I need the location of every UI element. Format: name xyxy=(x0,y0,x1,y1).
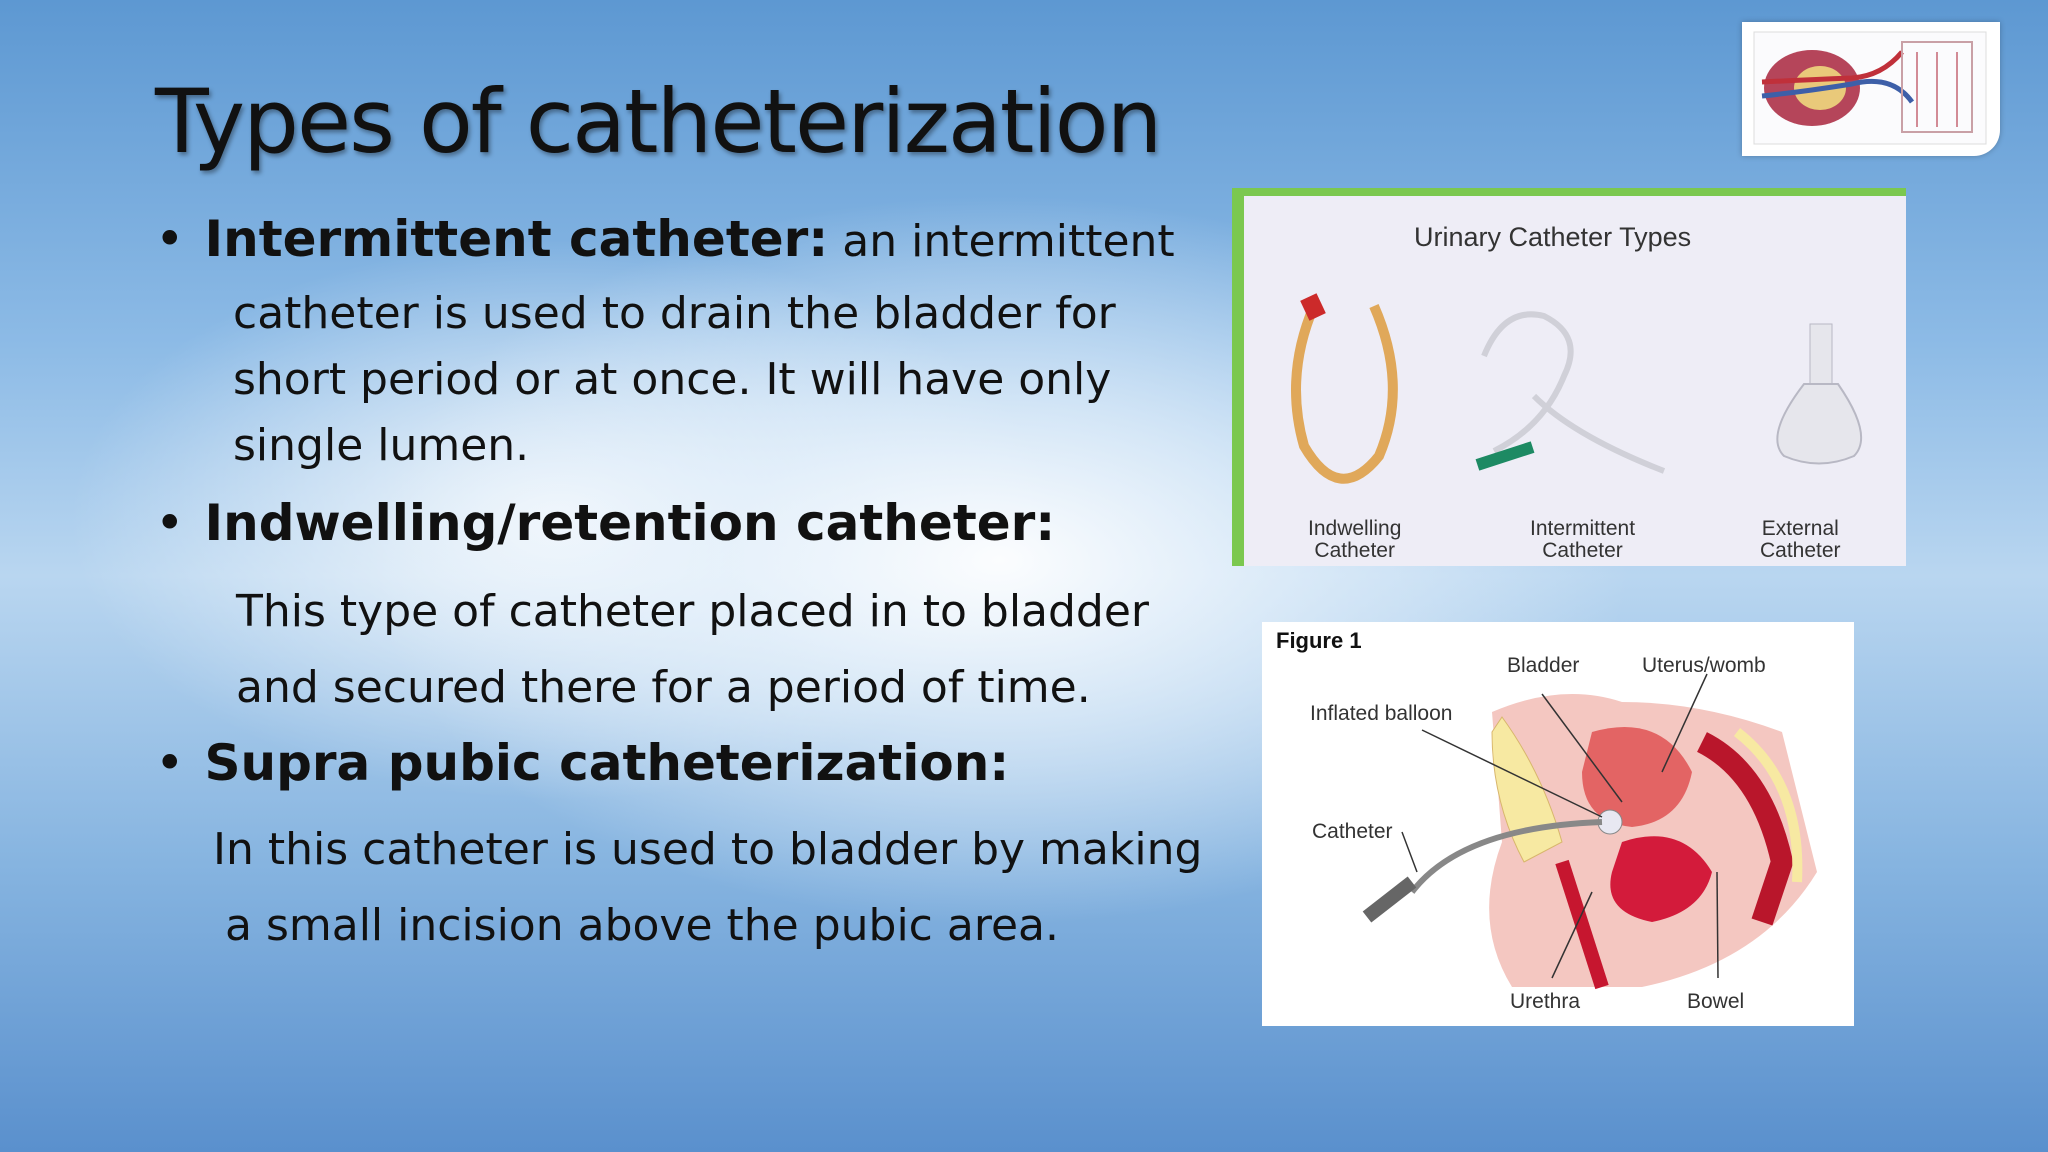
bullet-heading: Intermittent catheter: xyxy=(204,210,829,268)
urethra-label: Urethra xyxy=(1510,990,1581,1013)
bullet-heading: Indwelling/retention catheter: xyxy=(204,494,1056,552)
uterus-label: Uterus/womb xyxy=(1642,654,1766,677)
external-label: External Catheter xyxy=(1760,518,1841,562)
slide-title: Types of catheterization xyxy=(155,70,1162,173)
bowel-label: Bowel xyxy=(1687,990,1745,1013)
bullet-line: catheter is used to drain the bladder fo… xyxy=(233,288,1116,339)
bullet-inline-text: an intermittent xyxy=(828,216,1175,267)
figure-caption: Figure 1 xyxy=(1276,628,1362,653)
anatomy-figure: Figure 1 Bladder Uterus/womb Inflated ba… xyxy=(1262,622,1854,1026)
bullet-line: and secured there for a period of time. xyxy=(236,662,1091,713)
catheter-illustrations xyxy=(1291,293,1863,484)
kidney-logo xyxy=(1742,22,2000,156)
bladder-label: Bladder xyxy=(1507,654,1580,677)
figure-title: Urinary Catheter Types xyxy=(1414,222,1692,252)
bullet-indwelling: •Indwelling/retention catheter: xyxy=(155,494,1056,552)
indwelling-label: Indwelling Catheter xyxy=(1308,518,1401,562)
intermittent-label: Intermittent Catheter xyxy=(1530,518,1635,562)
label-line: Indwelling xyxy=(1308,517,1402,540)
balloon-label: Inflated balloon xyxy=(1310,702,1453,725)
label-line: Intermittent xyxy=(1530,517,1636,540)
label-line: Catheter xyxy=(1542,539,1623,562)
bullet-line: This type of catheter placed in to bladd… xyxy=(236,586,1150,637)
bullet-suprapubic: •Supra pubic catheterization: xyxy=(155,734,1010,792)
bullet-intermittent: •Intermittent catheter: an intermittent xyxy=(155,210,1175,268)
bullet-line: a small incision above the pubic area. xyxy=(225,900,1059,951)
bullet-line: short period or at once. It will have on… xyxy=(233,354,1112,405)
label-line: Catheter xyxy=(1760,539,1841,562)
catheter-label: Catheter xyxy=(1312,820,1393,843)
bullet-line: In this catheter is used to bladder by m… xyxy=(213,824,1203,875)
catheter-types-figure: Urinary Catheter Types Indwelling Cathet… xyxy=(1232,188,1906,566)
label-line: Catheter xyxy=(1314,539,1395,562)
bullet-heading: Supra pubic catheterization: xyxy=(204,734,1010,792)
label-line: External xyxy=(1761,517,1839,540)
anatomy-illustration xyxy=(1362,673,1817,990)
bullet-line: single lumen. xyxy=(233,420,530,471)
